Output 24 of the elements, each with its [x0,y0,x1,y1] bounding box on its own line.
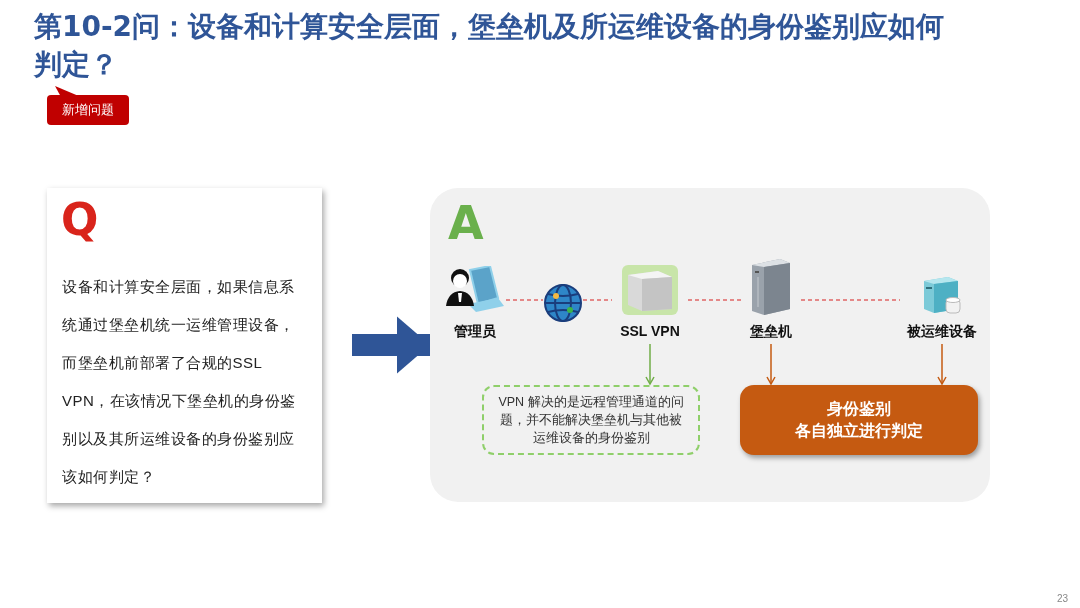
note-text: VPN 解决的是远程管理通道的问题，并不能解决堡垒机与其他被运维设备的身份鉴别 [497,394,685,447]
question-text: 设备和计算安全层面，如果信息系统通过堡垒机统一运维管理设备，而堡垒机前部署了合规的SSL VPN，在该情况下堡垒机的身份鉴别以及其所运维设备的身份鉴别应该如何判定？ [62,277,297,487]
page-number: 23 [1056,592,1068,606]
device-label: SSL VPN [620,322,680,341]
device-label: 管理员 [454,322,496,341]
result-box [740,385,978,455]
arrow [645,343,655,385]
dashed-connector [687,299,742,301]
q-letter: Q [61,198,99,242]
question-card [47,188,322,503]
result-text: 身份鉴别 [827,399,891,419]
arrow [766,343,776,385]
answer-panel [430,188,990,502]
device-label: 被运维设备 [907,322,977,341]
a-letter: A [448,200,484,246]
page-title: 第10-2问：设备和计算安全层面，堡垒机及所运维设备的身份鉴别应如何判定？ [34,9,946,83]
result-text: 各自独立进行判定 [795,421,923,441]
dashed-note-box [482,385,700,455]
dashed-connector [800,299,901,301]
device-label: 堡垒机 [750,322,792,341]
dashed-connector [582,299,613,301]
arrow [937,343,947,385]
block-arrow [352,316,430,374]
dashed-connector [505,299,544,301]
